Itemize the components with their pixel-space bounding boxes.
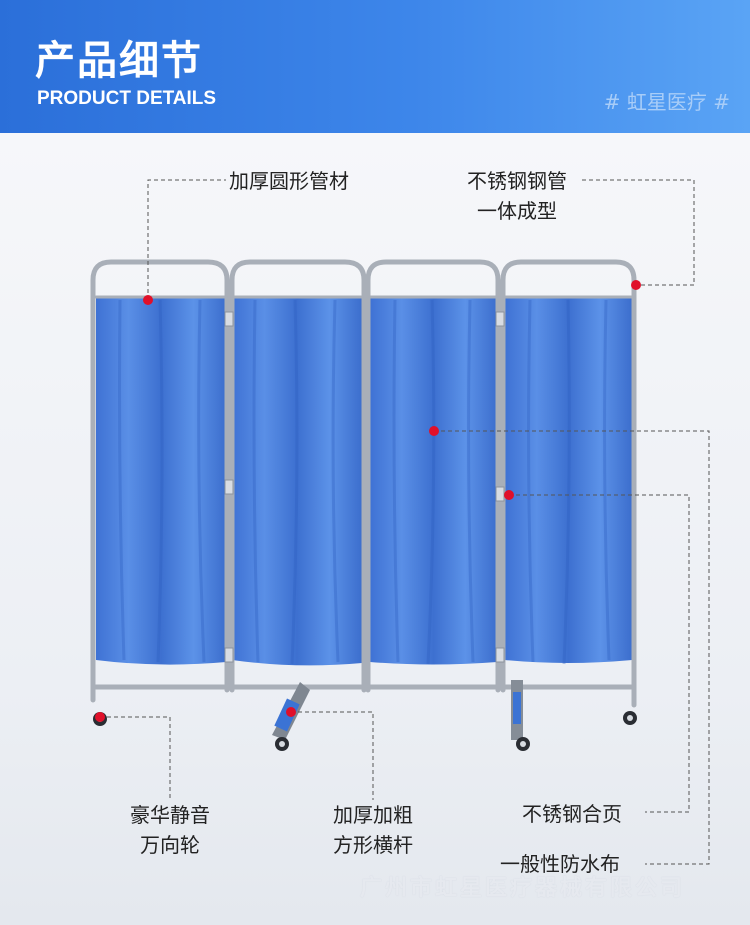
callout-thick-tube: 加厚圆形管材	[229, 169, 349, 193]
company-watermark: 广州市虹星医疗器械有限公司	[360, 876, 686, 901]
callout-steel-pipe-line2: 一体成型	[477, 199, 557, 223]
marker-hinge	[504, 490, 514, 500]
casters	[93, 711, 637, 751]
callout-crossbar: 加厚加粗 方形横杆	[321, 800, 425, 860]
screen-curtains	[96, 297, 632, 666]
page-subtitle: PRODUCT DETAILS	[37, 88, 217, 109]
frame-panel-2	[229, 259, 367, 693]
frame-panel-4	[500, 259, 637, 708]
curtain-panel-1	[96, 297, 226, 665]
header-banner: 产品细节 PRODUCT DETAILS # 虹星医疗 #	[0, 0, 750, 133]
callout-steel-pipe: 不锈钢钢管 一体成型	[455, 166, 579, 226]
callout-crossbar-line2: 方形横杆	[333, 833, 413, 857]
marker-fabric	[429, 426, 439, 436]
page-title: 产品细节	[35, 38, 203, 84]
marker-casters	[95, 712, 105, 722]
frame-panel-1	[90, 259, 230, 703]
callout-casters: 豪华静音 万向轮	[118, 800, 222, 860]
marker-crossbar	[286, 707, 296, 717]
brand-tag: # 虹星医疗 #	[603, 90, 730, 114]
marker-thick-tube	[143, 295, 153, 305]
callout-fabric: 一般性防水布	[500, 852, 620, 876]
callout-crossbar-line1: 加厚加粗	[333, 803, 413, 827]
callout-casters-line2: 万向轮	[140, 833, 200, 857]
frame-panel-3	[365, 259, 501, 693]
callout-steel-pipe-line1: 不锈钢钢管	[467, 169, 567, 193]
callout-casters-line1: 豪华静音	[130, 803, 210, 827]
callout-leader-lines	[100, 179, 710, 865]
curtain-panel-4	[505, 297, 632, 663]
hinges	[224, 311, 505, 663]
callout-markers	[95, 280, 641, 722]
curtain-panel-2	[232, 297, 362, 666]
curtain-panel-3	[370, 297, 497, 665]
marker-steel-pipe	[631, 280, 641, 290]
callout-hinge: 不锈钢合页	[522, 802, 622, 826]
